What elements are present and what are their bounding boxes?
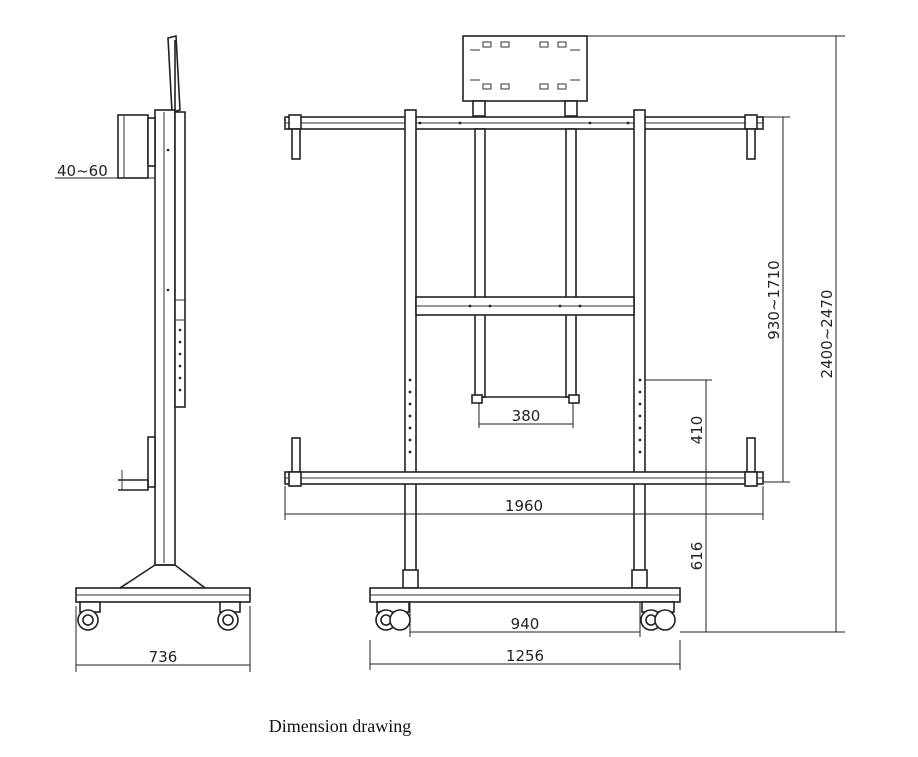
dim-base-width-front: 1256 [506, 647, 544, 665]
dim-total-height-range: 2400~2470 [818, 290, 836, 379]
dim-crossbar-width: 1960 [505, 497, 543, 515]
side-mount-strip [174, 111, 186, 408]
front-view: 380 1960 940 1256 930~1710 2400~2470 410 [284, 35, 845, 670]
inner-right-rail [565, 128, 577, 398]
dim-lower-rail-offset: 410 [688, 416, 706, 445]
top-left-bracket [288, 114, 302, 160]
front-caster-right [640, 601, 676, 631]
front-caster-left [375, 601, 411, 631]
right-column [633, 109, 646, 581]
inner-left-rail [474, 128, 486, 398]
dim-mount-height-range: 930~1710 [765, 260, 783, 339]
dim-inner-rail-spacing: 380 [512, 407, 541, 425]
lower-right-bracket [744, 437, 758, 487]
dim-base-width-side: 736 [149, 648, 178, 666]
side-column [154, 109, 176, 566]
side-foot [117, 564, 208, 589]
side-caster-right [217, 601, 241, 631]
dim-floor-to-bar: 616 [688, 542, 706, 571]
side-upper-bracket [117, 114, 149, 179]
top-right-bracket [744, 114, 758, 160]
lower-left-bracket [288, 437, 302, 487]
drawing-caption: Dimension drawing [268, 716, 412, 736]
dim-caster-spacing: 940 [511, 615, 540, 633]
side-panel-top [167, 34, 181, 114]
left-column [404, 109, 417, 581]
vesa-plate [462, 35, 588, 102]
side-caster-left [77, 601, 101, 631]
side-view: 40~60 736 [55, 34, 251, 672]
side-lower-bracket [147, 436, 156, 488]
dim-bracket-depth: 40~60 [57, 162, 108, 180]
